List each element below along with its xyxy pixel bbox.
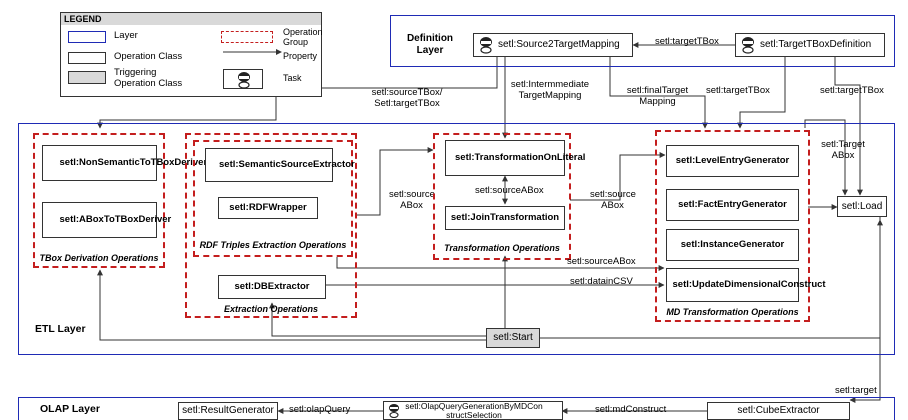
prop-target-abox: setl:Target ABox — [821, 139, 865, 161]
legend-triggering-label: Triggering Operation Class — [114, 67, 183, 89]
prop-targettbox-definition: setl:targetTBox — [655, 36, 719, 47]
etl-layer-label: ETL Layer — [35, 323, 86, 335]
result-generator[interactable]: setl:ResultGenerator — [178, 402, 278, 420]
legend-operation-class-swatch — [68, 52, 106, 64]
extraction-group — [185, 133, 357, 318]
cube-extractor-label: setl:CubeExtractor — [737, 405, 820, 417]
semantic-source-extractor[interactable]: setl:SemanticSourceExtractor — [205, 148, 355, 182]
prop-targettbox-load: setl:targetTBox — [820, 85, 884, 96]
legend-triggering-swatch — [68, 71, 106, 84]
legend-layer-label: Layer — [114, 30, 138, 41]
start-trigger-label: setl:Start — [493, 332, 533, 344]
tbox-derivation-group-label: TBox Derivation Operations — [39, 253, 159, 263]
definition-layer-label: Definition Layer — [406, 33, 454, 56]
legend-operation-class-label: Operation Class — [114, 51, 183, 62]
cube-extractor[interactable]: setl:CubeExtractor — [707, 402, 850, 420]
definition-layer — [390, 15, 895, 67]
legend-layer-swatch — [68, 31, 106, 43]
task-icon — [389, 403, 399, 418]
instance-generator-label: setl:InstanceGenerator — [680, 239, 785, 251]
olap-query-generation-label: setl:OlapQueryGenerationByMDConstructSel… — [405, 401, 543, 420]
prop-intermediate-mapping: setl:Intermmediate TargetMapping — [510, 79, 590, 101]
prop-targettbox-md: setl:targetTBox — [706, 85, 770, 96]
rdf-extraction-group-label: RDF Triples Extraction Operations — [199, 240, 347, 250]
task-icon — [480, 37, 492, 54]
level-entry-generator[interactable]: setl:LevelEntryGenerator — [666, 145, 799, 177]
source2target-mapping-task[interactable]: setl:Source2TargetMapping — [473, 33, 633, 57]
md-transformation-group — [655, 130, 810, 322]
tbox-derivation-group — [33, 133, 165, 268]
target-tbox-definition-task[interactable]: setl:TargetTBoxDefinition — [735, 33, 885, 57]
olap-layer-label: OLAP Layer — [40, 403, 100, 415]
etl-layer — [18, 123, 895, 355]
rdf-extraction-group — [193, 140, 353, 257]
semantic-source-extractor-label: setl:SemanticSourceExtractor — [219, 159, 355, 171]
prop-source-abox-right: setl:source ABox — [590, 189, 636, 211]
transformation-group-label: Transformation Operations — [444, 243, 560, 253]
transformation-on-literal[interactable]: setl:TransformationOnLiteral — [445, 140, 586, 176]
instance-generator[interactable]: setl:InstanceGenerator — [666, 229, 799, 261]
prop-datain-csv: setl:datainCSV — [570, 276, 633, 287]
legend-title: LEGEND — [61, 13, 321, 25]
join-transformation[interactable]: setl:JoinTransformation — [445, 206, 565, 230]
result-generator-label: setl:ResultGenerator — [182, 405, 274, 417]
join-transformation-label: setl:JoinTransformation — [450, 212, 560, 224]
prop-md-construct: setl:mdConstruct — [595, 404, 667, 415]
legend-operation-group-swatch — [221, 31, 273, 43]
level-entry-generator-label: setl:LevelEntryGenerator — [675, 155, 790, 167]
start-trigger[interactable]: setl:Start — [486, 328, 540, 348]
olap-query-generation-task[interactable]: setl:OlapQueryGenerationByMDConstructSel… — [383, 401, 563, 420]
load-operation[interactable]: setl:Load — [837, 196, 887, 217]
transformation-group — [433, 133, 571, 260]
extraction-group-label: Extraction Operations — [223, 304, 319, 314]
legend-task-label: Task — [283, 73, 302, 83]
legend-operation-group-label: Operation Group — [283, 27, 323, 48]
task-icon — [742, 37, 754, 54]
abox-tbox-deriver[interactable]: setl:ABoxToTBoxDeriver — [42, 202, 172, 238]
abox-tbox-deriver-label: setl:ABoxToTBoxDeriver — [59, 214, 172, 226]
rdf-wrapper-label: setl:RDFWrapper — [229, 202, 307, 214]
load-operation-label: setl:Load — [841, 200, 883, 212]
legend-task-swatch — [223, 69, 263, 89]
source2target-mapping-label: setl:Source2TargetMapping — [498, 39, 620, 51]
legend: LEGEND Layer Operation Class Triggering … — [60, 12, 323, 97]
nonsemantic-tbox-deriver-label: setl:NonSemanticToTBoxDeriver — [59, 157, 208, 169]
prop-final-target-mapping: setl:finalTarget Mapping — [626, 85, 689, 107]
prop-target: setl:target — [835, 385, 877, 396]
legend-property-arrow — [223, 49, 282, 55]
target-tbox-definition-label: setl:TargetTBoxDefinition — [760, 39, 872, 51]
md-transformation-group-label: MD Transformation Operations — [666, 307, 799, 317]
prop-source-target-tbox: setl:sourceTBox/ Setl:targetTBox — [371, 87, 443, 109]
prop-source-abox-center: setl:sourceABox — [475, 185, 544, 196]
update-dimensional-construct[interactable]: setl:UpdateDimensionalConstruct — [666, 268, 826, 302]
prop-olap-query: setl:olapQuery — [289, 404, 351, 415]
fact-entry-generator-label: setl:FactEntryGenerator — [678, 199, 787, 211]
task-icon — [238, 72, 250, 89]
nonsemantic-tbox-deriver[interactable]: setl:NonSemanticToTBoxDeriver — [42, 145, 208, 181]
prop-source-abox-left: setl:source ABox — [389, 189, 435, 211]
db-extractor[interactable]: setl:DBExtractor — [218, 275, 326, 299]
db-extractor-label: setl:DBExtractor — [234, 281, 310, 293]
update-dimensional-construct-label: setl:UpdateDimensionalConstruct — [672, 279, 826, 291]
rdf-wrapper[interactable]: setl:RDFWrapper — [218, 197, 318, 219]
fact-entry-generator[interactable]: setl:FactEntryGenerator — [666, 189, 799, 221]
olap-layer — [18, 397, 895, 420]
legend-property-label: Property — [283, 51, 318, 61]
prop-source-abox-line: setl:sourceABox — [567, 256, 636, 267]
transformation-on-literal-label: setl:TransformationOnLiteral — [455, 152, 586, 164]
